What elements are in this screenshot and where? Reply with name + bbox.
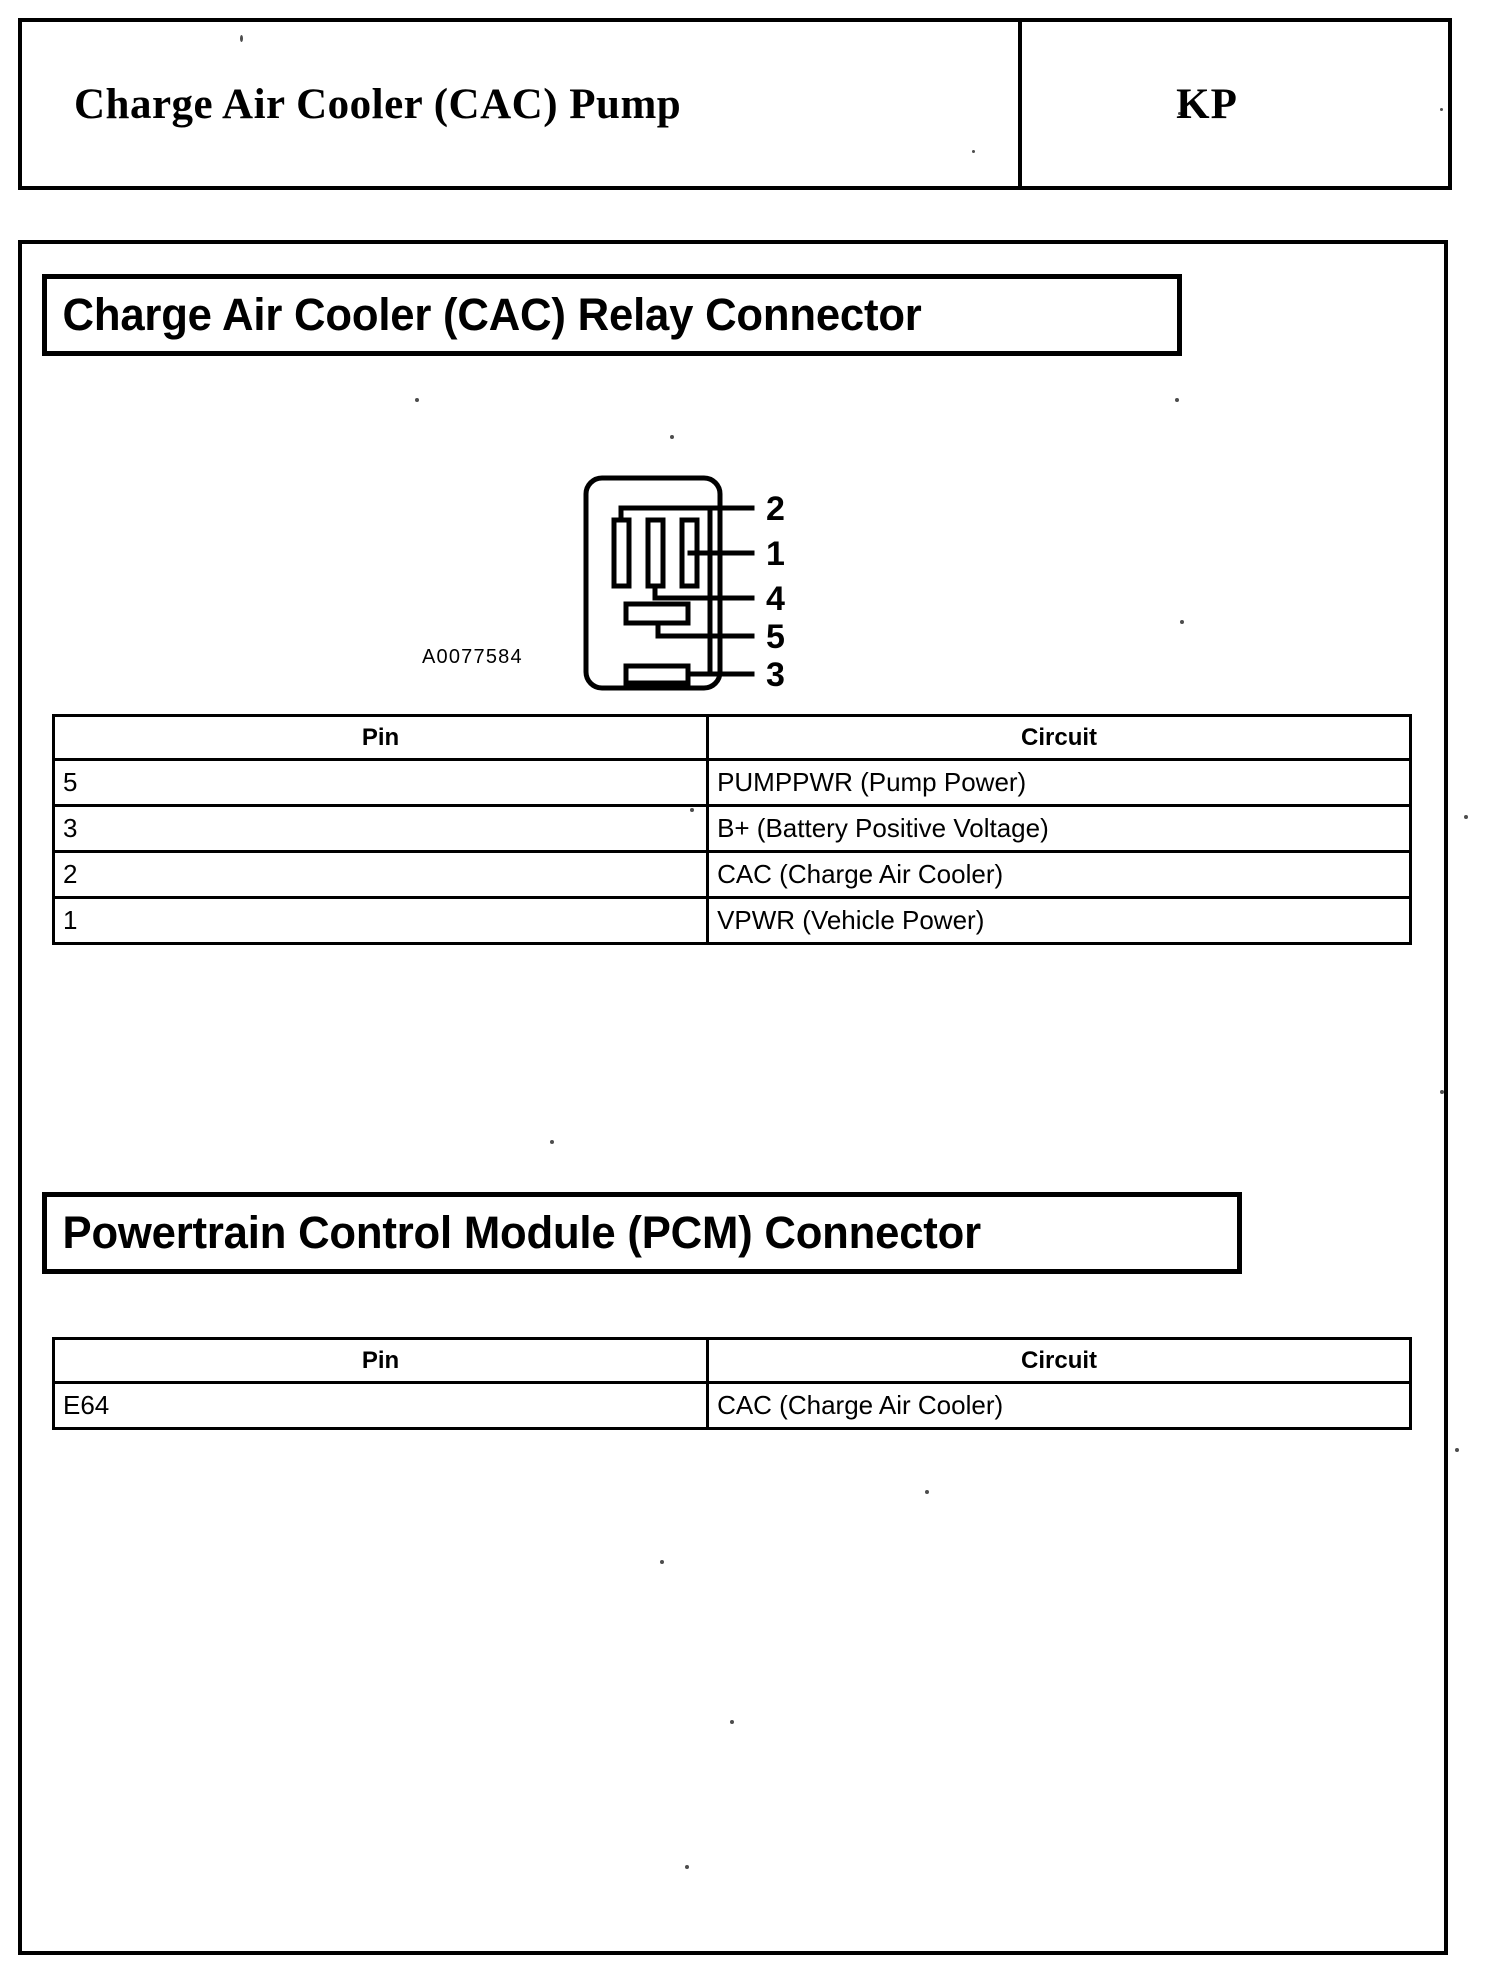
cell-pin: 5 — [51, 758, 710, 807]
section-heading-relay-connector: Charge Air Cooler (CAC) Relay Connector — [42, 274, 1182, 356]
scan-speckle — [730, 1720, 734, 1724]
column-header-pin: Pin — [51, 714, 710, 761]
callout-pin-1: 1 — [766, 535, 785, 573]
terminal-slot-vertical-middle — [645, 517, 666, 589]
table-row: 1 VPWR (Vehicle Power) — [51, 896, 1412, 945]
scan-speckle — [1440, 108, 1443, 111]
section-heading-relay-connector-label: Charge Air Cooler (CAC) Relay Connector — [62, 289, 922, 340]
callout-pin-5: 5 — [766, 618, 785, 656]
column-header-pin: Pin — [51, 1337, 710, 1384]
terminal-slot-horizontal-lower — [623, 663, 691, 686]
scan-speckle — [1180, 620, 1184, 624]
content-frame: Charge Air Cooler (CAC) Relay Connector — [18, 240, 1448, 1955]
table-row: E64 CAC (Charge Air Cooler) — [51, 1381, 1412, 1430]
cell-circuit: PUMPPWR (Pump Power) — [706, 758, 1412, 807]
column-header-circuit: Circuit — [706, 714, 1412, 761]
section-heading-pcm-connector: Powertrain Control Module (PCM) Connecto… — [42, 1192, 1242, 1274]
scan-speckle — [1175, 398, 1179, 402]
cell-pin: 3 — [51, 804, 710, 853]
leader-line-pin-4 — [652, 583, 755, 601]
callout-pin-4: 4 — [766, 580, 785, 618]
page-header: Charge Air Cooler (CAC) Pump KP — [18, 18, 1452, 190]
cell-circuit: VPWR (Vehicle Power) — [706, 896, 1412, 945]
scan-speckle — [550, 1140, 554, 1144]
terminal-slot-horizontal-upper — [623, 601, 691, 626]
connector-body-outline — [583, 475, 723, 691]
cell-circuit: CAC (Charge Air Cooler) — [706, 1381, 1412, 1430]
leader-line-pin-2 — [618, 505, 755, 523]
table-header-row: Pin Circuit — [51, 1337, 1412, 1384]
scan-speckle — [972, 150, 975, 153]
callout-pin-2: 2 — [766, 490, 785, 528]
scan-speckle — [1440, 1090, 1444, 1094]
section-heading-pcm-connector-label: Powertrain Control Module (PCM) Connecto… — [62, 1207, 982, 1258]
relay-connector-pin-table: Pin Circuit 5 PUMPPWR (Pump Power) 3 B+ … — [51, 714, 1412, 945]
relay-connector-drawing: 2 1 4 5 3 — [583, 475, 785, 694]
cell-pin: E64 — [51, 1381, 710, 1430]
cell-circuit: B+ (Battery Positive Voltage) — [706, 804, 1412, 853]
cell-circuit: CAC (Charge Air Cooler) — [706, 850, 1412, 899]
leader-line-pin-5 — [655, 620, 755, 639]
page-code-cell: KP — [1018, 18, 1452, 190]
table-row: 2 CAC (Charge Air Cooler) — [51, 850, 1412, 899]
table-header-row: Pin Circuit — [51, 714, 1412, 761]
scan-speckle — [1464, 815, 1468, 819]
page-title: Charge Air Cooler (CAC) Pump — [74, 80, 682, 128]
page-title-cell: Charge Air Cooler (CAC) Pump — [18, 18, 1022, 190]
scan-speckle — [240, 35, 243, 42]
scan-speckle — [1178, 112, 1181, 115]
table-row: 5 PUMPPWR (Pump Power) — [51, 758, 1412, 807]
relay-connector-diagram: 2 1 4 5 3 — [582, 474, 902, 764]
cell-pin: 2 — [51, 850, 710, 899]
table-row: 3 B+ (Battery Positive Voltage) — [51, 804, 1412, 853]
pcm-connector-pin-table: Pin Circuit E64 CAC (Charge Air Cooler) — [51, 1337, 1412, 1430]
scan-speckle — [690, 808, 694, 812]
column-header-circuit: Circuit — [706, 1337, 1412, 1384]
scan-speckle — [925, 1490, 929, 1494]
scan-speckle — [660, 1560, 664, 1564]
cell-pin: 1 — [51, 896, 710, 945]
scan-speckle — [685, 1865, 689, 1869]
callout-pin-3: 3 — [766, 656, 785, 694]
scan-speckle — [670, 435, 674, 439]
scan-speckle — [1455, 1448, 1459, 1452]
page-code: KP — [1176, 80, 1238, 128]
scan-speckle — [415, 398, 419, 402]
terminal-slot-vertical-left — [611, 517, 632, 589]
diagram-part-number: A0077584 — [422, 646, 523, 668]
